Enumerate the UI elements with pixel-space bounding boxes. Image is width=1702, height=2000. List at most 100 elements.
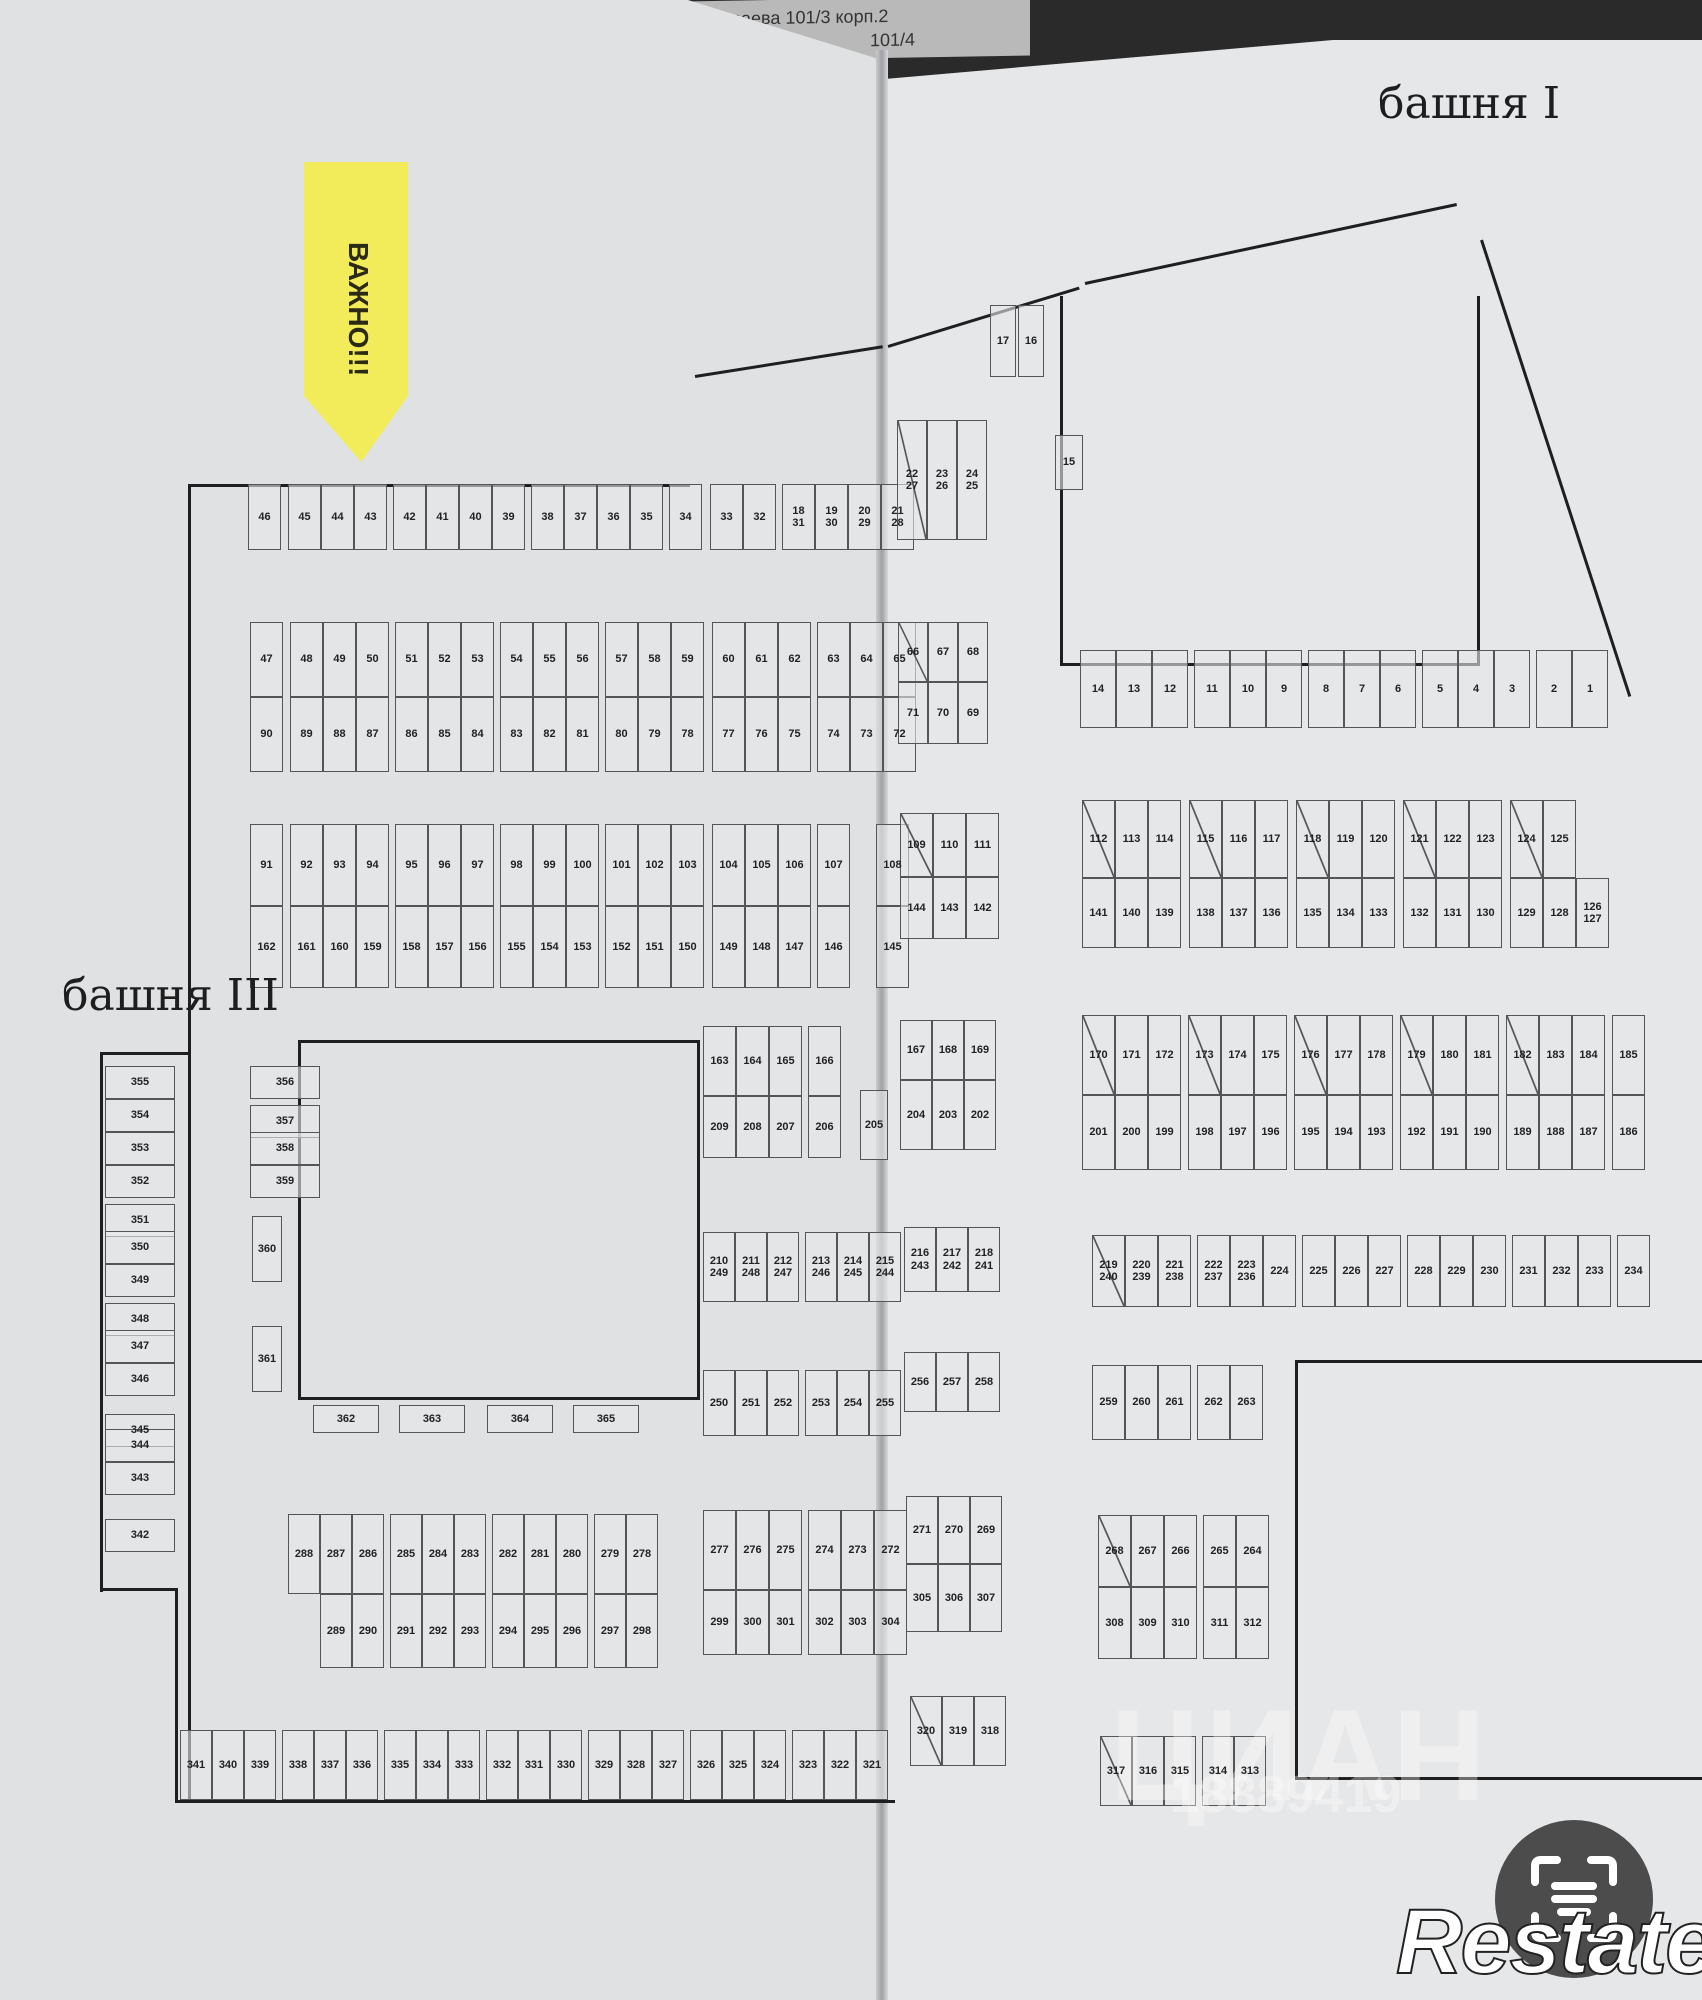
wall: [100, 1588, 175, 1591]
parking-space: 91: [250, 824, 283, 906]
parking-space-number: 189: [1513, 1126, 1532, 1139]
scan-text-icon: [1531, 1856, 1617, 1942]
parking-space: 113: [1115, 800, 1148, 878]
parking-space-number: 212 247: [773, 1254, 793, 1279]
parking-space: 361: [252, 1326, 282, 1392]
parking-space: 157: [428, 906, 461, 988]
parking-space: 161: [290, 906, 323, 988]
parking-space-number: 346: [130, 1373, 150, 1386]
parking-space: 285: [390, 1514, 422, 1594]
parking-space: 261: [1158, 1365, 1191, 1440]
parking-space-number: 89: [300, 728, 313, 741]
parking-space-number: 286: [358, 1547, 378, 1560]
parking-space-number: 262: [1204, 1396, 1223, 1409]
parking-space: 77: [712, 697, 745, 772]
parking-space: 19 30: [815, 484, 848, 550]
parking-space-number: 357: [275, 1115, 295, 1128]
parking-space: 82: [533, 697, 566, 772]
parking-space: 186: [1612, 1095, 1645, 1170]
parking-space-number: 182: [1513, 1048, 1532, 1061]
parking-space-number: 165: [776, 1054, 795, 1067]
parking-space: 139: [1148, 878, 1181, 948]
parking-space-number: 315: [1170, 1764, 1190, 1777]
parking-space-number: 177: [1334, 1048, 1353, 1061]
parking-space: 287: [320, 1514, 352, 1594]
parking-space: 276: [736, 1510, 769, 1590]
parking-space-number: 108: [883, 858, 902, 871]
parking-space: 231: [1512, 1235, 1545, 1307]
parking-space: 121: [1403, 800, 1436, 878]
parking-space: 228: [1407, 1235, 1440, 1307]
parking-space: 217 242: [936, 1227, 968, 1292]
parking-space: 137: [1222, 878, 1255, 948]
tower-3-label: башня III: [62, 970, 279, 1021]
parking-space: 365: [573, 1405, 639, 1433]
parking-space-number: 256: [910, 1375, 930, 1388]
scan-text-button[interactable]: [1495, 1820, 1653, 1978]
parking-space-number: 323: [798, 1758, 818, 1771]
parking-space-number: 312: [1243, 1616, 1262, 1629]
parking-space: 154: [533, 906, 566, 988]
parking-space-number: 8: [1322, 682, 1330, 695]
parking-space-number: 78: [681, 728, 694, 741]
parking-space: 126 127: [1576, 878, 1609, 948]
parking-space: 174: [1221, 1015, 1254, 1095]
parking-space-number: 139: [1155, 906, 1174, 919]
parking-space-number: 222 237: [1204, 1258, 1223, 1283]
parking-space-number: 203: [938, 1108, 958, 1121]
parking-space-number: 135: [1303, 906, 1322, 919]
parking-space: 334: [416, 1730, 448, 1800]
parking-space: 182: [1506, 1015, 1539, 1095]
parking-space-number: 329: [594, 1758, 614, 1771]
parking-space: 93: [323, 824, 356, 906]
parking-space-number: 298: [632, 1624, 652, 1637]
parking-space: 335: [384, 1730, 416, 1800]
wall: [1480, 239, 1632, 697]
parking-space: 288: [288, 1514, 320, 1594]
parking-space-number: 206: [815, 1120, 834, 1133]
parking-space-number: 101: [612, 858, 631, 871]
parking-space-number: 95: [405, 858, 418, 871]
parking-space-number: 281: [530, 1547, 550, 1560]
parking-space: 118: [1296, 800, 1329, 878]
parking-space-number: 87: [366, 728, 379, 741]
parking-space-number: 55: [543, 653, 556, 666]
parking-space: 356: [250, 1066, 320, 1099]
parking-space: 224: [1263, 1235, 1296, 1307]
parking-space-number: 250: [709, 1396, 729, 1409]
parking-space-number: 261: [1165, 1396, 1184, 1409]
parking-space: 41: [426, 484, 459, 550]
parking-space-number: 69: [966, 706, 980, 719]
parking-space: 250: [703, 1370, 735, 1436]
parking-space: 44: [321, 484, 354, 550]
parking-space-number: 192: [1407, 1126, 1426, 1139]
parking-space: 210 249: [703, 1232, 735, 1302]
parking-space-number: 359: [275, 1175, 295, 1188]
parking-space-number: 360: [257, 1242, 277, 1255]
parking-space: 9: [1266, 650, 1302, 728]
parking-space-number: 113: [1122, 832, 1141, 845]
parking-space-number: 67: [936, 645, 950, 658]
parking-space: 149: [712, 906, 745, 988]
parking-space: 13: [1116, 650, 1152, 728]
parking-space: 158: [395, 906, 428, 988]
parking-space: 323: [792, 1730, 824, 1800]
parking-space: 24 25: [957, 420, 987, 540]
parking-space: 355: [105, 1066, 175, 1099]
parking-space: 70: [928, 682, 958, 744]
parking-space-number: 146: [824, 940, 843, 953]
parking-space: 140: [1115, 878, 1148, 948]
parking-space: 234: [1617, 1235, 1650, 1307]
parking-space-number: 132: [1410, 906, 1429, 919]
parking-space: 90: [250, 697, 283, 772]
parking-space: 216 243: [904, 1227, 936, 1292]
parking-space-number: 199: [1155, 1126, 1174, 1139]
parking-space-number: 72: [893, 728, 906, 741]
parking-space: 114: [1148, 800, 1181, 878]
parking-space: 66: [898, 622, 928, 682]
parking-space: 296: [556, 1594, 588, 1668]
parking-space-number: 9: [1280, 682, 1288, 695]
parking-space-number: 291: [396, 1624, 416, 1637]
parking-space-number: 337: [320, 1758, 340, 1771]
parking-space: 135: [1296, 878, 1329, 948]
